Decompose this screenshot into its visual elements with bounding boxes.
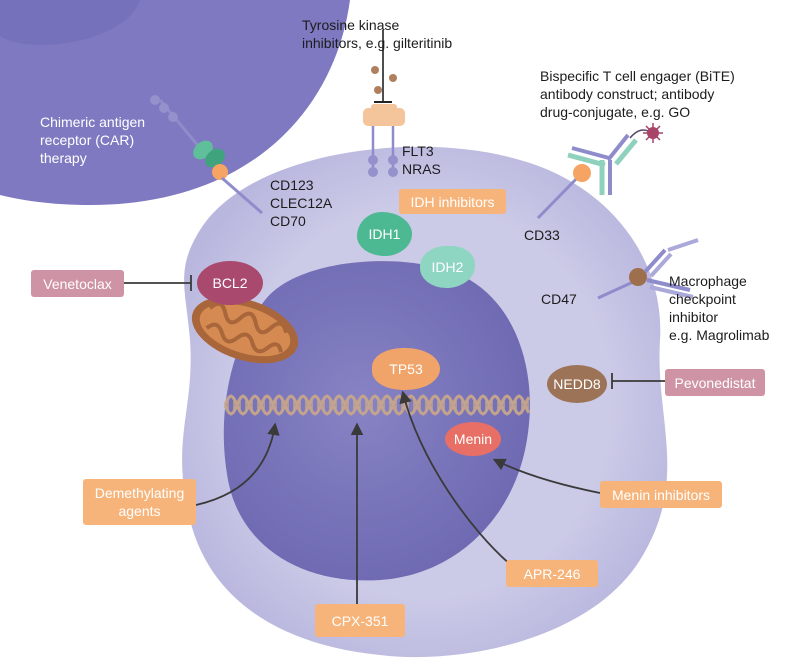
bcl2-protein: BCL2: [197, 261, 263, 305]
venetoclax-box: Venetoclax: [31, 270, 124, 297]
car-targets-label: CD123 CLEC12A CD70: [270, 176, 332, 230]
t-cell: [0, 0, 350, 205]
bite-line1: Bispecific T cell engager (BiTE): [540, 68, 735, 84]
nedd8-label: NEDD8: [553, 376, 601, 392]
macrophage-line1: Macrophage: [669, 273, 747, 289]
cd33-label: CD33: [524, 227, 560, 243]
arrows: [195, 390, 601, 604]
flt3-nras-label: FLT3 NRAS: [402, 142, 441, 178]
idh2-protein: IDH2: [420, 246, 475, 288]
idh-inhibitors-label: IDH inhibitors: [410, 193, 495, 210]
cd70-label: CD70: [270, 213, 306, 229]
flt3-receptor: [363, 30, 405, 177]
flt3-label: FLT3: [402, 143, 434, 159]
pevonedistat-box: Pevonedistat: [665, 369, 765, 396]
menin-label: Menin: [453, 431, 493, 447]
menin-protein: Menin: [445, 422, 501, 456]
t-cell-inner: [0, 0, 140, 45]
cd47-label: CD47: [541, 291, 577, 307]
macrophage-line4: e.g. Magrolimab: [669, 327, 770, 343]
tki-line2: inhibitors, e.g. gilteritinib: [302, 35, 453, 51]
apr246-label: APR-246: [523, 565, 581, 582]
idh1-protein: IDH1: [357, 212, 412, 256]
nras-label: NRAS: [402, 161, 441, 177]
idh-inhibitors-box: IDH inhibitors: [399, 189, 506, 214]
tki-label: Tyrosine kinase inhibitors, e.g. gilteri…: [302, 16, 452, 52]
bite-line2: antibody construct; antibody: [540, 86, 715, 102]
inhibition-lines: [124, 275, 665, 389]
menin-inhibitors-box: Menin inhibitors: [600, 481, 722, 508]
tp53-protein: TP53: [372, 348, 440, 390]
macrophage-label: Macrophage checkpoint inhibitor e.g. Mag…: [669, 272, 769, 344]
bite-line3: drug-conjugate, e.g. GO: [540, 104, 691, 120]
cpx351-box: CPX-351: [315, 604, 405, 637]
bite-label: Bispecific T cell engager (BiTE) antibod…: [540, 67, 735, 121]
nucleus: [223, 261, 530, 581]
mitochondrion: [191, 296, 299, 364]
apr246-box: APR-246: [506, 560, 598, 587]
cd123-label: CD123: [270, 177, 314, 193]
car-therapy-line3: therapy: [40, 150, 87, 166]
clec12a-label: CLEC12A: [270, 195, 333, 211]
pevonedistat-label: Pevonedistat: [674, 374, 756, 391]
car-receptor: [150, 95, 263, 215]
bcl2-label: BCL2: [212, 275, 248, 291]
demethylating-agents-box: Demethylating agents: [83, 479, 196, 525]
car-therapy-label: Chimeric antigen receptor (CAR) therapy: [40, 113, 145, 167]
tp53-label: TP53: [389, 361, 423, 377]
cpx351-label: CPX-351: [331, 612, 389, 629]
venetoclax-label: Venetoclax: [43, 275, 112, 292]
demethylating-line1: Demethylating: [94, 485, 185, 501]
nedd8-protein: NEDD8: [547, 365, 607, 403]
tki-line1: Tyrosine kinase: [302, 17, 400, 33]
menin-inhibitors-label: Menin inhibitors: [611, 486, 711, 503]
macrophage-line3: inhibitor: [669, 309, 719, 325]
cd47-antibody: [597, 238, 699, 300]
idh1-label: IDH1: [368, 226, 401, 242]
idh2-label: IDH2: [431, 259, 464, 275]
bite-antibody: [536, 123, 663, 220]
car-therapy-line2: receptor (CAR): [40, 132, 135, 148]
demethylating-line2: agents: [118, 503, 161, 519]
car-therapy-line1: Chimeric antigen: [40, 114, 146, 130]
macrophage-line2: checkpoint: [669, 291, 736, 307]
